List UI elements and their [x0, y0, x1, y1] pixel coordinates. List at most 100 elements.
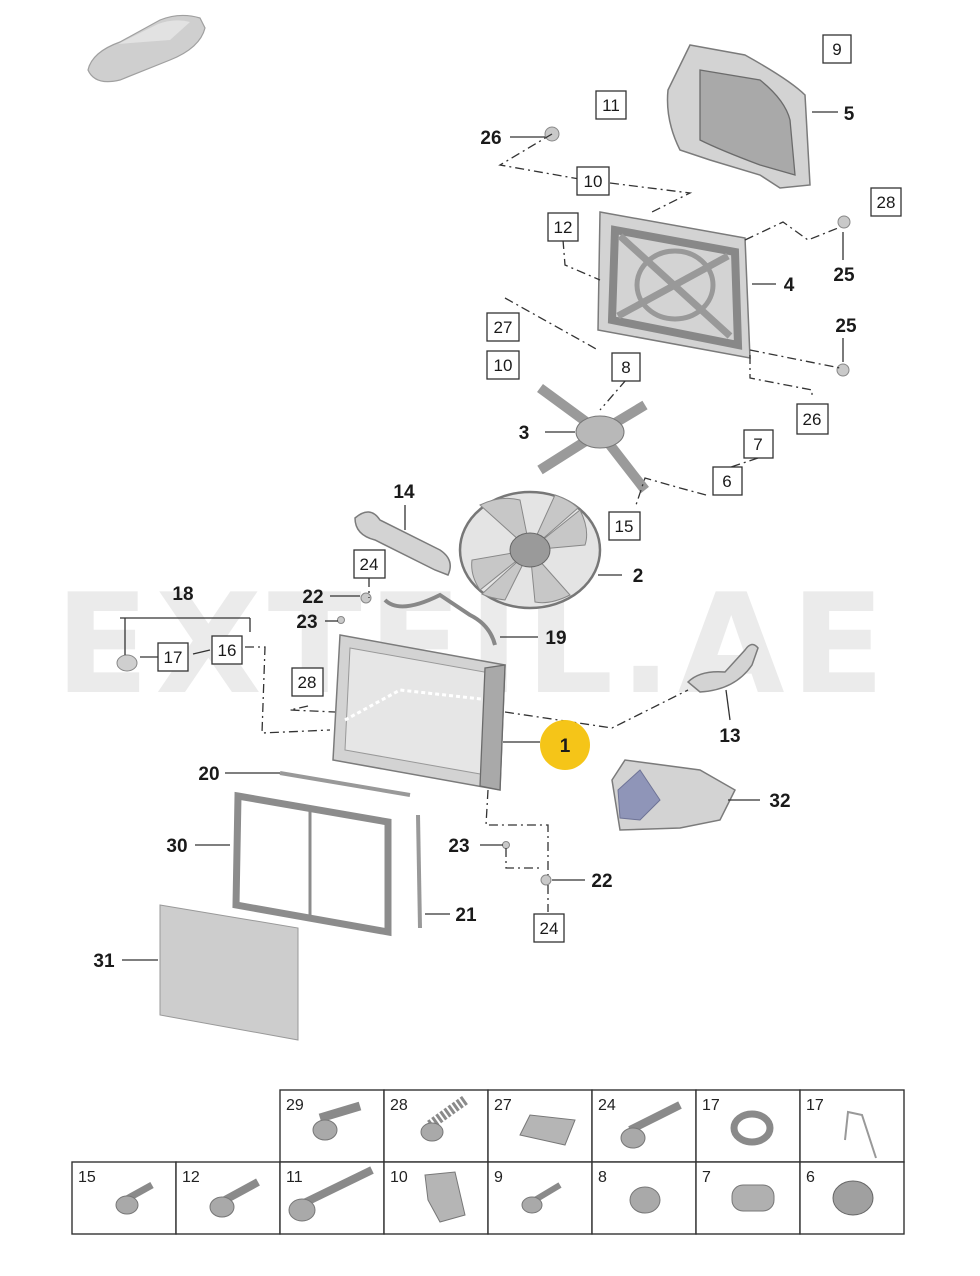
highlight-marker: [540, 720, 590, 770]
callout-22-top[interactable]: 22: [302, 587, 323, 608]
washer-part-23-bottom-icon: [502, 841, 510, 849]
svg-text:17: 17: [164, 648, 183, 667]
hardware-cell-28[interactable]: 28: [383, 1089, 489, 1163]
callout-22-bottom[interactable]: 22: [591, 871, 612, 892]
hardware-cell-6[interactable]: 6: [799, 1161, 905, 1235]
svg-text:7: 7: [753, 435, 762, 454]
ref-box-24-top[interactable]: 24: [353, 549, 386, 579]
svg-text:6: 6: [722, 472, 731, 491]
bolt-part-22-bottom-icon: [540, 874, 552, 886]
svg-text:12: 12: [182, 1169, 200, 1186]
hardware-cell-12[interactable]: 12: [175, 1161, 281, 1235]
callout-4[interactable]: 4: [784, 275, 795, 296]
callout-3[interactable]: 3: [519, 423, 530, 444]
svg-text:10: 10: [494, 356, 513, 375]
ref-box-8[interactable]: 8: [611, 352, 641, 382]
ref-box-17[interactable]: 17: [157, 642, 189, 672]
ref-box-27[interactable]: 27: [486, 312, 520, 342]
svg-text:8: 8: [621, 358, 630, 377]
ref-box-24-bottom[interactable]: 24: [533, 913, 565, 943]
callout-26[interactable]: 26: [480, 128, 501, 149]
side-seal-part-21: [416, 814, 422, 929]
hardware-cell-9[interactable]: 9: [487, 1161, 593, 1235]
callout-labels: 1 2 3 4 5 13 14 18 19 20 21 22 22 23 23 …: [93, 104, 857, 972]
bushing-part-17-icon: [116, 654, 138, 672]
radiator-part-1: [332, 634, 506, 791]
callout-13[interactable]: 13: [719, 726, 740, 747]
callout-23-bottom[interactable]: 23: [448, 836, 469, 857]
callout-23-top[interactable]: 23: [296, 612, 317, 633]
ref-box-12[interactable]: 12: [547, 212, 579, 242]
svg-text:16: 16: [218, 641, 237, 660]
leader-lines: [120, 111, 844, 961]
ref-box-15[interactable]: 15: [608, 511, 641, 541]
ref-box-16[interactable]: 16: [211, 635, 243, 665]
ref-box-9[interactable]: 9: [822, 34, 852, 64]
callout-25-bottom[interactable]: 25: [835, 316, 857, 337]
callout-1[interactable]: 1: [560, 736, 571, 757]
svg-text:24: 24: [360, 555, 379, 574]
svg-text:10: 10: [390, 1169, 408, 1186]
hardware-cell-15[interactable]: 15: [71, 1161, 177, 1235]
svg-text:7: 7: [702, 1169, 711, 1186]
callout-31[interactable]: 31: [93, 951, 115, 972]
screw-15-icon: [115, 1181, 154, 1215]
pipe-part-19: [383, 592, 497, 646]
hardware-cell-29[interactable]: 29: [279, 1089, 385, 1163]
callout-5[interactable]: 5: [844, 104, 855, 125]
callout-18[interactable]: 18: [172, 584, 193, 605]
svg-text:11: 11: [286, 1169, 303, 1186]
rivet-9-icon: [521, 1182, 562, 1214]
callout-20[interactable]: 20: [198, 764, 219, 785]
bolt-11-icon: [288, 1166, 374, 1222]
svg-text:24: 24: [598, 1097, 616, 1114]
ref-box-11[interactable]: 11: [595, 90, 627, 120]
grommet-8-icon: [629, 1186, 661, 1214]
hardware-cell-11[interactable]: 11: [279, 1161, 385, 1235]
ref-box-10-mid[interactable]: 10: [486, 350, 520, 380]
svg-text:28: 28: [390, 1097, 408, 1114]
hardware-cell-27[interactable]: 27: [487, 1089, 593, 1163]
callout-21[interactable]: 21: [455, 905, 477, 926]
hardware-cell-7[interactable]: 7: [695, 1161, 801, 1235]
washer-part-23-top-icon: [337, 616, 345, 624]
hose-clamp-icon: [730, 1110, 774, 1146]
hardware-table: 29 28 27 24 17 17: [71, 1089, 905, 1235]
boxed-references: 9 11 10 28 12 27 10 8 26 7 6 15 24 16 17…: [157, 34, 902, 943]
fan-bracket-part-3: [537, 383, 649, 494]
callout-14[interactable]: 14: [393, 482, 415, 503]
lower-hose-part-13: [686, 643, 759, 693]
svg-text:9: 9: [832, 40, 841, 59]
svg-text:17: 17: [806, 1097, 824, 1114]
spacer-7-icon: [731, 1184, 775, 1212]
svg-text:28: 28: [298, 673, 317, 692]
hardware-cell-17-spring[interactable]: 17: [799, 1089, 905, 1163]
hardware-cell-8[interactable]: 8: [591, 1161, 697, 1235]
ref-box-6[interactable]: 6: [712, 466, 743, 496]
callout-25-top[interactable]: 25: [833, 265, 855, 286]
svg-text:12: 12: [554, 218, 573, 237]
ref-box-10-top[interactable]: 10: [576, 166, 610, 196]
nut-clip-10-icon: [424, 1171, 466, 1223]
callout-2[interactable]: 2: [633, 566, 644, 587]
callout-19[interactable]: 19: [545, 628, 566, 649]
screw-part-25-top-icon: [837, 215, 851, 229]
fan-shroud-part-5: [666, 44, 811, 189]
screw-28-icon: [420, 1095, 468, 1142]
svg-text:15: 15: [78, 1169, 96, 1186]
ref-box-28-top[interactable]: 28: [870, 187, 902, 217]
hardware-cell-10[interactable]: 10: [383, 1161, 489, 1235]
upper-hose-part-14: [354, 511, 451, 576]
hardware-cell-17-clamp[interactable]: 17: [695, 1089, 801, 1163]
svg-text:15: 15: [615, 517, 634, 536]
seal-strip-part-20: [279, 771, 411, 797]
ref-box-28-mid[interactable]: 28: [291, 667, 324, 697]
bolt-12-icon: [209, 1178, 260, 1218]
ref-box-7[interactable]: 7: [743, 429, 774, 459]
callout-32[interactable]: 32: [769, 791, 790, 812]
hardware-cell-24[interactable]: 24: [591, 1089, 697, 1163]
ref-box-26[interactable]: 26: [796, 403, 829, 435]
callout-30[interactable]: 30: [166, 836, 187, 857]
bolt-24-icon: [620, 1101, 682, 1149]
